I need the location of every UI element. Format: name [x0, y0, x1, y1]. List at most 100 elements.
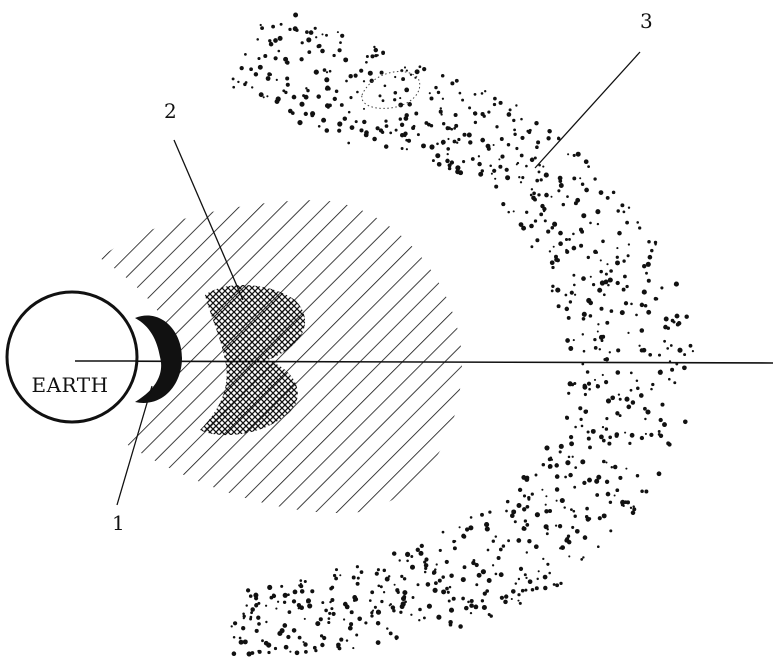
belt-dot	[243, 639, 248, 644]
belt-dot	[579, 418, 582, 421]
belt-dot	[377, 584, 380, 587]
belt-dot	[462, 535, 466, 539]
belt-dot	[349, 96, 352, 99]
belt-dot	[289, 651, 291, 653]
belt-dot	[616, 247, 618, 249]
belt-dot	[562, 203, 565, 206]
belt-dot	[606, 263, 608, 265]
belt-dot	[614, 495, 616, 497]
belt-dot	[569, 300, 572, 303]
belt-dot	[285, 76, 289, 80]
belt-dot	[249, 594, 253, 598]
belt-dot	[327, 621, 330, 624]
belt-dot	[575, 198, 580, 203]
belt-dot	[402, 595, 406, 599]
belt-dot	[374, 606, 377, 609]
belt-dot	[564, 476, 567, 479]
belt-dot	[668, 378, 671, 381]
belt-dot	[254, 596, 258, 600]
belt-dot	[502, 544, 505, 547]
belt-dot	[618, 476, 622, 480]
belt-dot	[385, 124, 389, 128]
belt-dot	[484, 522, 489, 527]
belt-dot	[685, 315, 689, 319]
belt-dot	[559, 450, 562, 453]
belt-dot	[257, 622, 261, 626]
belt-dot	[545, 504, 547, 506]
belt-dot	[267, 651, 270, 654]
belt-dot	[317, 44, 321, 48]
belt-dot	[363, 80, 365, 82]
belt-dot	[616, 348, 620, 352]
belt-dot	[505, 510, 508, 513]
belt-dot	[599, 335, 604, 340]
belt-dot	[505, 168, 509, 172]
belt-dot	[573, 486, 576, 489]
belt-dot	[594, 346, 598, 350]
belt-dot	[410, 74, 412, 76]
belt-dot	[324, 77, 329, 82]
belt-dot	[573, 154, 576, 157]
belt-dot	[284, 91, 287, 94]
belt-dot	[463, 133, 467, 137]
belt-dot	[555, 474, 560, 479]
belt-dot	[377, 54, 379, 56]
belt-dot	[244, 53, 247, 56]
belt-dot	[545, 525, 548, 528]
belt-dot	[568, 346, 573, 351]
belt-dot	[534, 121, 538, 125]
belt-dot	[639, 393, 644, 398]
belt-dot	[642, 290, 647, 295]
belt-dot	[677, 348, 682, 353]
belt-dot	[673, 381, 676, 384]
belt-dot	[299, 102, 304, 107]
belt-dot	[241, 626, 245, 630]
belt-dot	[385, 577, 390, 582]
belt-dot	[325, 86, 329, 90]
belt-dot	[481, 599, 484, 602]
belt-dot	[404, 116, 409, 121]
belt-dot	[640, 328, 645, 333]
belt-dot	[538, 570, 540, 572]
belt-dot	[566, 195, 569, 198]
belt-dot	[389, 631, 393, 635]
belt-dot	[372, 609, 374, 611]
belt-dot	[548, 129, 552, 133]
belt-dot	[442, 122, 445, 125]
belt-dot	[521, 226, 526, 231]
belt-dot	[258, 65, 263, 70]
belt-dot	[404, 134, 407, 137]
belt-dot	[565, 460, 570, 465]
belt-dot	[646, 262, 651, 267]
belt-dot	[429, 92, 431, 94]
belt-dot	[628, 442, 631, 445]
belt-dot	[256, 616, 260, 620]
belt-dot	[536, 140, 540, 144]
belt-dot	[352, 647, 354, 649]
belt-dot	[337, 129, 341, 133]
belt-dot	[497, 556, 501, 560]
belt-dot	[360, 570, 364, 574]
belt-dot	[525, 476, 529, 480]
belt-dot	[683, 353, 686, 356]
belt-dot	[356, 565, 359, 568]
belt-dot	[521, 176, 524, 179]
belt-dot	[373, 46, 375, 48]
belt-dot	[315, 36, 317, 38]
belt-dot	[370, 611, 373, 614]
belt-dot	[675, 314, 680, 319]
belt-dot	[569, 441, 574, 446]
belt-dot	[518, 176, 520, 178]
belt-dot	[599, 270, 602, 273]
belt-dot	[594, 379, 596, 381]
belt-dot	[563, 506, 565, 508]
belt-dot	[383, 591, 385, 593]
belt-dot	[437, 162, 442, 167]
belt-dot	[660, 286, 663, 289]
belt-dot	[245, 81, 248, 84]
belt-dot	[558, 231, 563, 236]
belt-dot	[321, 601, 324, 604]
belt-dot	[473, 111, 477, 115]
belt-dot	[333, 97, 337, 101]
belt-dot	[231, 625, 233, 627]
